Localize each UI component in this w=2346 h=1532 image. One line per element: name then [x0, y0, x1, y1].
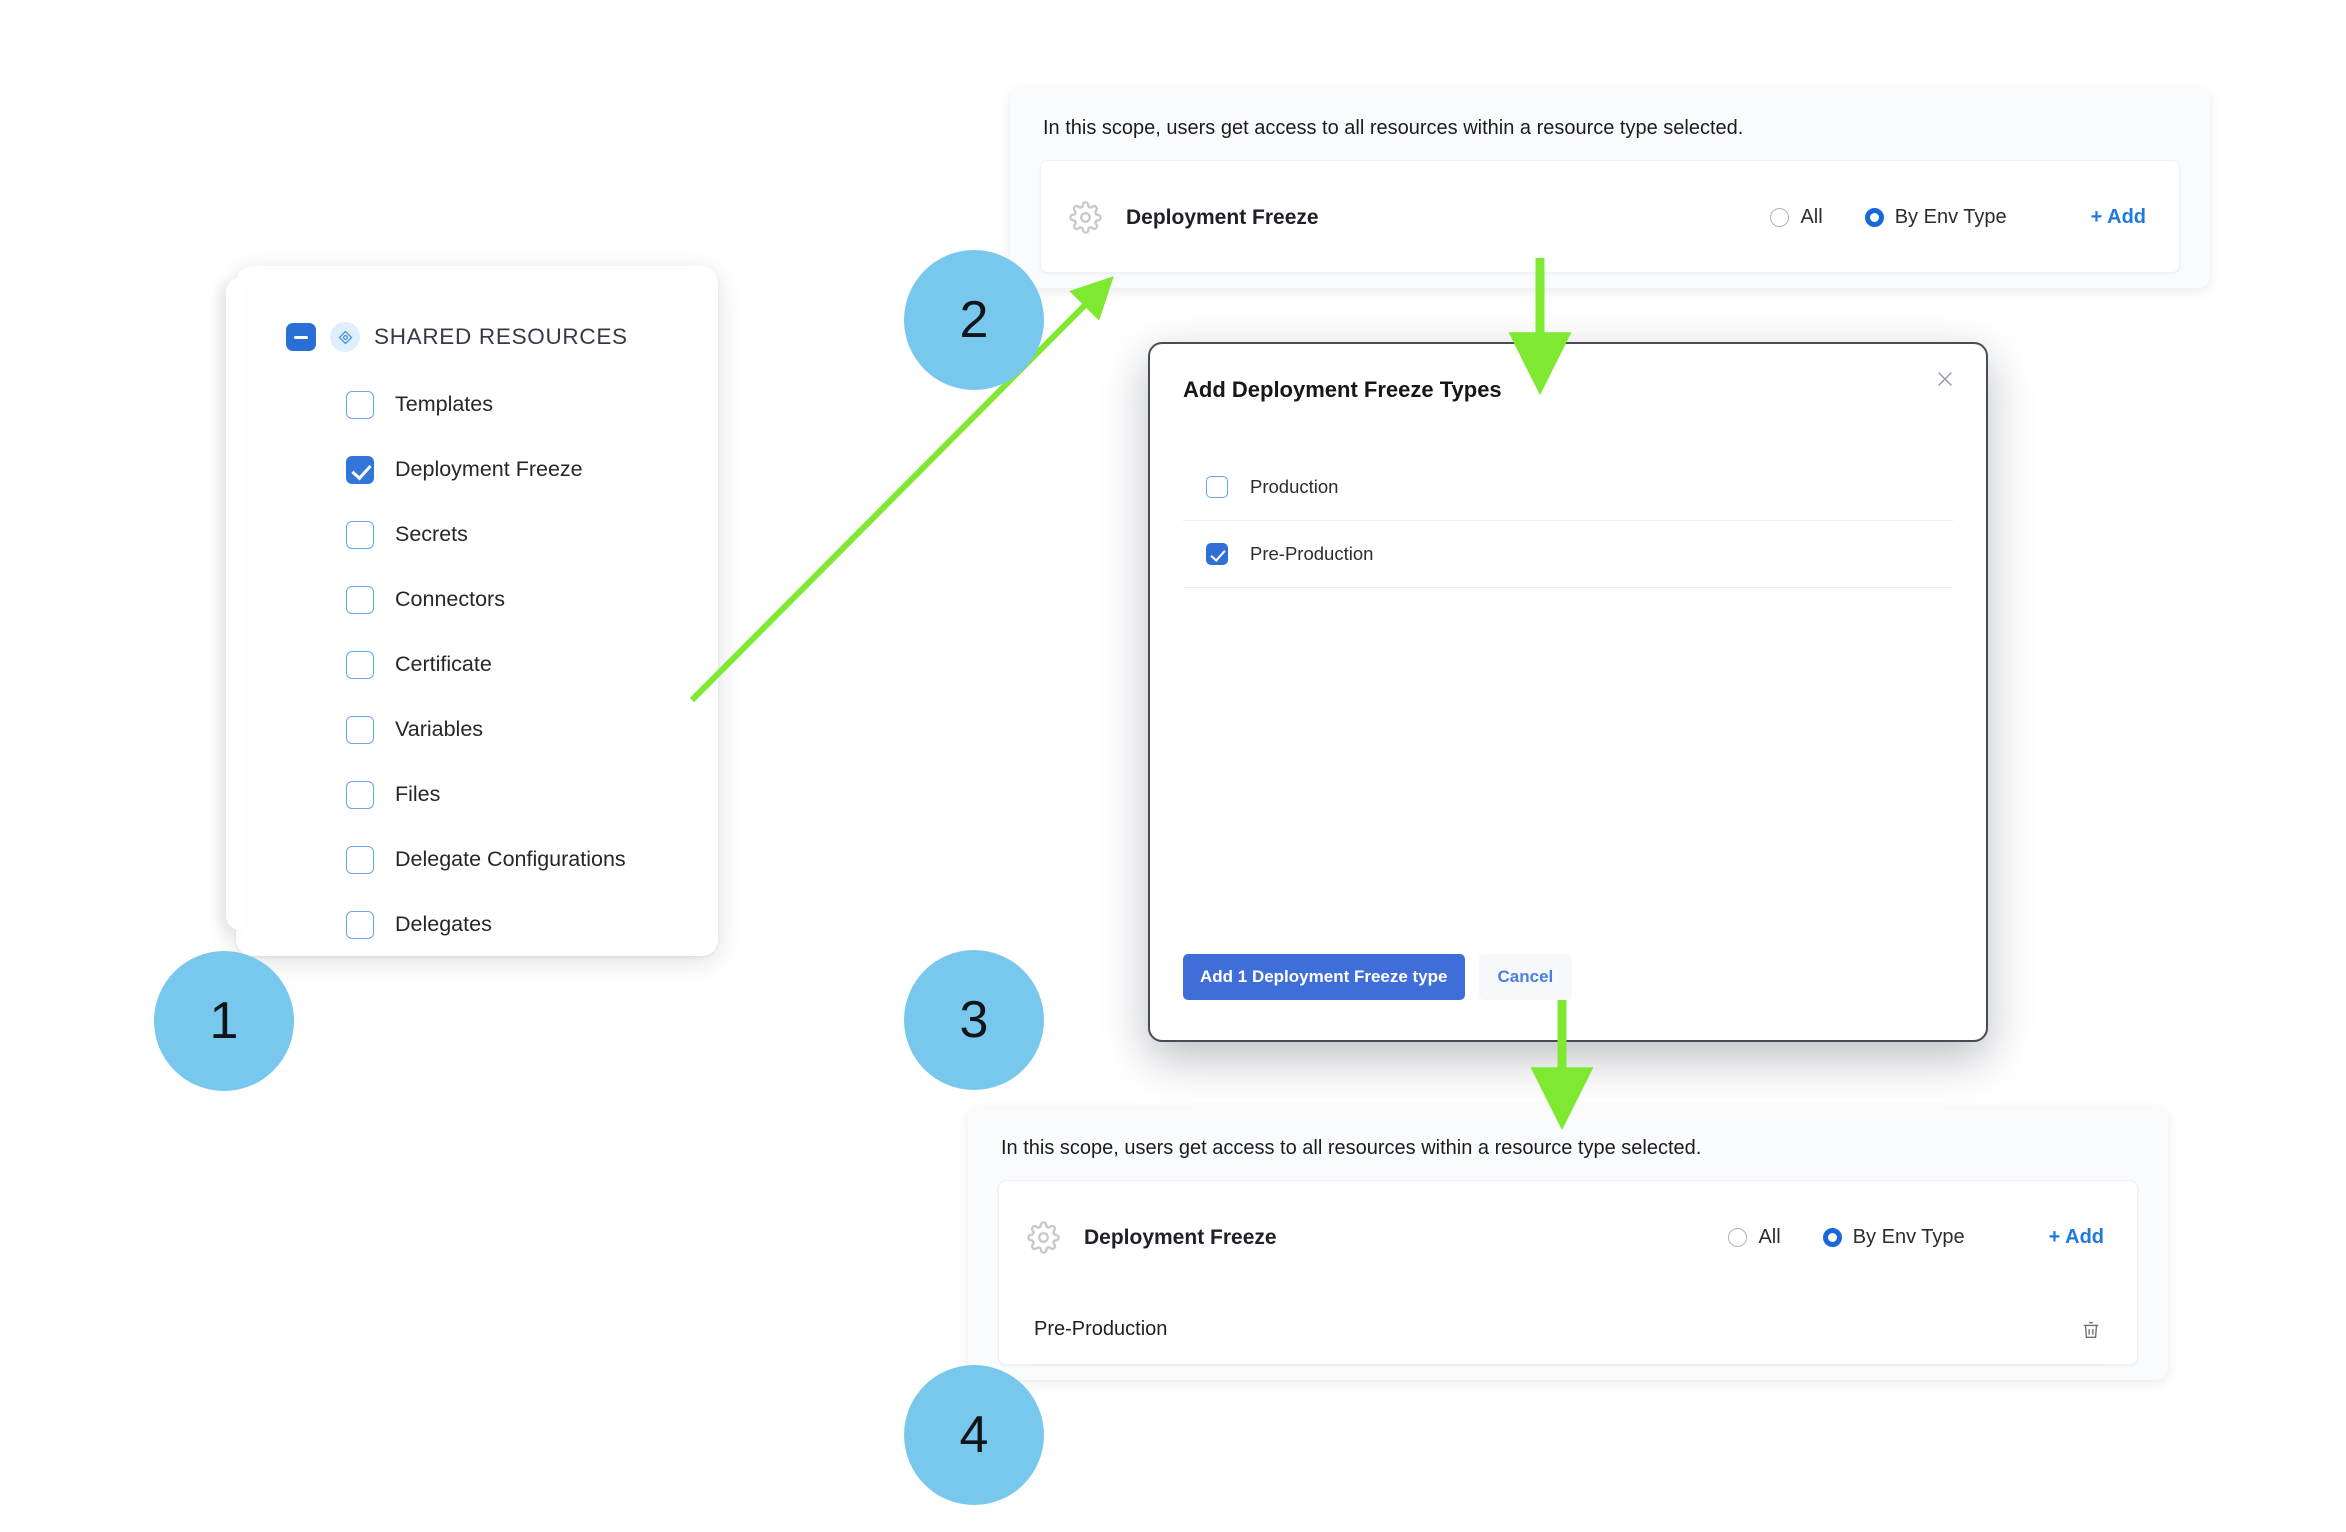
add-link[interactable]: + Add	[2090, 206, 2146, 228]
freeze-type-options: Production Pre-Production	[1183, 454, 1953, 588]
modal-title: Add Deployment Freeze Types	[1183, 377, 1502, 402]
resource-type-card: Deployment Freeze All By Env Type + Add	[1040, 160, 2180, 273]
resource-type-name: Deployment Freeze	[1084, 1225, 1277, 1249]
step-marker-3: 3	[904, 950, 1044, 1090]
resource-type-card: Deployment Freeze All By Env Type + Add …	[998, 1180, 2138, 1366]
resource-type-row: Deployment Freeze All By Env Type + Add	[999, 1181, 2137, 1294]
selected-value-label: Pre-Production	[1034, 1318, 1168, 1340]
checkbox-files[interactable]	[346, 780, 374, 809]
arrow-1-to-2	[689, 276, 1114, 703]
scope-panel-after: In this scope, users get access to all r…	[968, 1108, 2168, 1380]
step-marker-4: 4	[904, 1365, 1044, 1505]
step-number: 2	[959, 291, 989, 349]
radio-label: By Env Type	[1852, 1226, 1965, 1248]
list-item-label: Connectors	[395, 587, 505, 611]
trash-icon[interactable]	[2080, 1318, 2102, 1342]
radio-option-all[interactable]: All	[1770, 206, 1823, 229]
list-item-label: Secrets	[395, 522, 468, 546]
checkbox-production[interactable]	[1206, 476, 1228, 498]
shared-resources-list: Templates Deployment Freeze Secrets Conn…	[236, 352, 718, 957]
radio-option-by-env-type[interactable]: By Env Type	[1864, 206, 2007, 229]
checkbox-pre-production[interactable]	[1206, 543, 1228, 565]
list-item[interactable]: Production	[1183, 454, 1953, 521]
cancel-button[interactable]: Cancel	[1478, 954, 1573, 1000]
checkbox-connectors[interactable]	[346, 585, 374, 614]
list-item[interactable]: Deployment Freeze	[236, 437, 718, 502]
list-item-label: Delegates	[395, 912, 492, 936]
resource-type-row: Deployment Freeze All By Env Type + Add	[1041, 161, 2179, 274]
gear-icon	[1069, 201, 1102, 234]
list-item-label: Files	[395, 782, 441, 806]
scope-note: In this scope, users get access to all r…	[1001, 1137, 1702, 1159]
checkbox-deployment-freeze[interactable]	[346, 455, 374, 484]
radio-all[interactable]	[1770, 208, 1790, 227]
list-item-label: Production	[1250, 476, 1339, 497]
list-item[interactable]: Delegate Configurations	[236, 827, 718, 892]
checkbox-variables[interactable]	[346, 715, 374, 744]
gear-icon	[1027, 1221, 1060, 1254]
scope-radio-group: All By Env Type	[1728, 1226, 1965, 1249]
scope-panel-before: In this scope, users get access to all r…	[1010, 88, 2210, 288]
radio-all[interactable]	[1728, 1228, 1748, 1247]
radio-option-by-env-type[interactable]: By Env Type	[1822, 1226, 1965, 1249]
checkbox-delegates[interactable]	[346, 910, 374, 939]
list-item-label: Variables	[395, 717, 484, 741]
add-deployment-freeze-types-modal: Add Deployment Freeze Types Production P…	[1148, 342, 1988, 1042]
shared-resources-header[interactable]: SHARED RESOURCES	[236, 266, 718, 352]
checkbox-secrets[interactable]	[346, 520, 374, 549]
modal-footer: Add 1 Deployment Freeze type Cancel	[1183, 954, 1573, 1000]
list-item-label: Pre-Production	[1250, 543, 1374, 564]
list-item[interactable]: Templates	[236, 372, 718, 437]
step-marker-1: 1	[154, 951, 294, 1091]
list-item[interactable]: Files	[236, 762, 718, 827]
shared-resources-panel: SHARED RESOURCES Templates Deployment Fr…	[226, 266, 718, 957]
radio-option-all[interactable]: All	[1728, 1226, 1781, 1249]
scope-radio-group: All By Env Type	[1770, 206, 2007, 229]
list-item-label: Deployment Freeze	[395, 457, 583, 481]
list-item[interactable]: Certificate	[236, 632, 718, 697]
list-item[interactable]: Connectors	[236, 567, 718, 632]
diamond-icon	[330, 322, 360, 352]
radio-label: All	[1800, 206, 1823, 228]
radio-by-env-type[interactable]	[1864, 208, 1884, 227]
selected-value-row: Pre-Production	[1029, 1294, 2107, 1366]
step-number: 4	[959, 1406, 989, 1464]
radio-by-env-type[interactable]	[1822, 1228, 1842, 1247]
resource-type-name: Deployment Freeze	[1126, 205, 1319, 229]
list-item-label: Delegate Configurations	[395, 847, 626, 871]
list-item[interactable]: Pre-Production	[1183, 521, 1953, 588]
checkbox-templates[interactable]	[346, 390, 374, 419]
close-icon[interactable]	[1932, 366, 1962, 396]
minus-icon[interactable]	[286, 323, 316, 351]
list-item[interactable]: Variables	[236, 697, 718, 762]
list-item-label: Templates	[395, 392, 493, 416]
list-item-label: Certificate	[395, 652, 492, 676]
shared-resources-title: SHARED RESOURCES	[374, 324, 628, 349]
add-link[interactable]: + Add	[2048, 1226, 2104, 1248]
step-marker-2: 2	[904, 250, 1044, 390]
radio-label: By Env Type	[1894, 206, 2007, 228]
checkbox-certificate[interactable]	[346, 650, 374, 679]
radio-label: All	[1758, 1226, 1781, 1248]
scope-note: In this scope, users get access to all r…	[1043, 117, 1744, 139]
step-number: 1	[209, 992, 239, 1050]
step-number: 3	[959, 991, 989, 1049]
checkbox-delegate-configurations[interactable]	[346, 845, 374, 874]
list-item[interactable]: Secrets	[236, 502, 718, 567]
add-freeze-type-button[interactable]: Add 1 Deployment Freeze type	[1183, 954, 1465, 1000]
list-item[interactable]: Delegates	[236, 892, 718, 957]
